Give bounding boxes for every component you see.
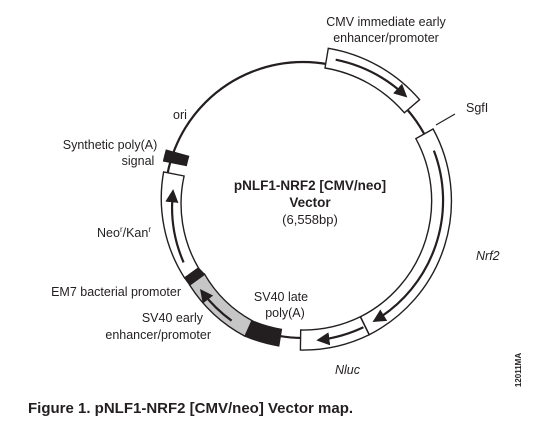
nluc-gene-arrow	[316, 326, 364, 346]
ori-label: ori	[173, 108, 187, 122]
sv40-late-label-line1: SV40 late	[254, 290, 308, 304]
figure-caption: Figure 1. pNLF1-NRF2 [CMV/neo] Vector ma…	[28, 400, 353, 417]
neo-kan-gene-segment	[160, 171, 200, 280]
cmv-label-line2: enhancer/promoter	[333, 31, 439, 45]
vector-name: pNLF1-NRF2 [CMV/neo]	[234, 178, 386, 193]
sv40-early-promoter-arrow	[200, 289, 233, 322]
cmv-promoter-segment	[324, 47, 421, 114]
em7-label: EM7 bacterial promoter	[51, 285, 181, 299]
synthetic-polya-block	[162, 149, 190, 167]
synthetic-polya-label-line1: Synthetic poly(A)	[63, 138, 157, 152]
vector-size: (6,558bp)	[282, 212, 338, 227]
vector-name-line2: Vector	[289, 195, 331, 210]
nrf2-label: Nrf2	[476, 249, 500, 263]
sv40-early-promoter-segment	[188, 273, 253, 338]
sgfi-label: SgfI	[466, 101, 488, 115]
sv40-late-label-line2: poly(A)	[265, 306, 305, 320]
nluc-gene-segment	[299, 315, 371, 351]
cmv-promoter-arrow	[335, 58, 408, 98]
kan-text: /Kan	[123, 226, 149, 240]
sgfi-site-marker	[435, 113, 456, 126]
cmv-label-line1: CMV immediate early	[326, 15, 446, 29]
kan-superscript: r	[148, 225, 151, 234]
neo-kan-gene-arrow	[165, 189, 185, 263]
sv40-early-label-line1: SV40 early	[142, 311, 204, 325]
neo-superscript: r	[120, 225, 123, 234]
synthetic-polya-label-line2: signal	[122, 154, 155, 168]
neo-kan-label: Neor/Kanr	[97, 225, 151, 240]
figure-code: 12011MA	[514, 353, 523, 387]
nrf2-nluc-junction	[359, 316, 370, 336]
nrf2-gene-arrow	[372, 150, 445, 323]
neo-text: Neo	[97, 226, 120, 240]
nluc-label: Nluc	[335, 363, 361, 377]
sv40-early-label-line2: enhancer/promoter	[105, 328, 211, 342]
